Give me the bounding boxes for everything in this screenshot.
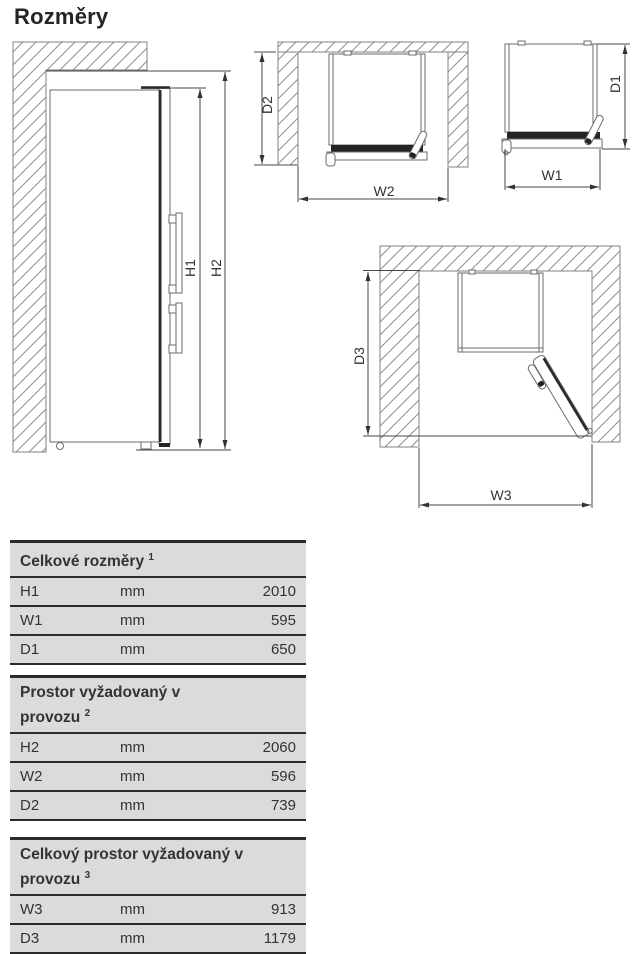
table-row: W2 mm 596	[10, 763, 306, 793]
dimension-key: H1	[20, 583, 40, 601]
side-view-diagram: H1 H2	[12, 41, 231, 453]
dimension-unit: mm	[120, 641, 145, 659]
dimension-unit: mm	[120, 797, 145, 815]
door-open-top-view-diagram: D3 W3	[351, 245, 621, 508]
dimension-value: 2060	[262, 739, 296, 757]
fridge-body-top	[504, 43, 598, 133]
dimension-value: 739	[270, 797, 296, 815]
dimension-value: 596	[270, 768, 296, 786]
dimension-value: 650	[270, 641, 296, 659]
door-handle	[584, 114, 604, 146]
unit-top-view-diagram: D1 W1	[501, 40, 630, 190]
open-door	[527, 354, 593, 439]
door-hinge	[325, 152, 336, 167]
fridge-body-top	[328, 53, 426, 146]
h1-dimension-label: H1	[182, 259, 198, 277]
table-row: W1 mm 595	[10, 607, 306, 637]
alcove-top-view-diagram: D2 W2	[254, 41, 469, 202]
w2-dimension-label: W2	[374, 183, 395, 199]
dimension-unit: mm	[120, 739, 145, 757]
dimension-key: W2	[20, 768, 43, 786]
page-title: Rozměry	[14, 4, 109, 29]
dimension-key: W1	[20, 612, 43, 630]
dimension-unit: mm	[120, 768, 145, 786]
h2-dimension-label: H2	[208, 259, 224, 277]
table-row: D3 mm 1179	[10, 925, 306, 952]
fridge-door-top	[507, 132, 600, 139]
dimension-unit: mm	[120, 612, 145, 630]
d2-dimension-label: D2	[259, 96, 275, 114]
table-overall-dimensions: Celkové rozměry 1 H1 mm 2010 W1 mm 595 D…	[10, 540, 306, 666]
front-foot	[140, 441, 152, 450]
dimension-value: 595	[270, 612, 296, 630]
table-footnote-marker: 1	[148, 552, 154, 563]
table-row: D1 mm 650	[10, 636, 306, 663]
wall-hatch	[447, 51, 469, 168]
rear-wheel	[56, 442, 64, 450]
dimension-unit: mm	[120, 930, 145, 948]
table-header: Celkový prostor vyžadovaný v provozu 3	[10, 840, 306, 897]
table-footnote-marker: 3	[84, 870, 91, 881]
w1-dimension-label: W1	[542, 167, 563, 183]
door-hinge	[501, 139, 512, 154]
dimension-key: D3	[20, 930, 40, 948]
w3-dimension-label: W3	[491, 487, 512, 503]
d3-dimension-label: D3	[351, 347, 367, 365]
wall-hatch	[277, 51, 299, 166]
table-title: Celkové rozměry	[20, 553, 145, 571]
table-row: D2 mm 739	[10, 792, 306, 819]
table-title: Celkový prostor vyžadovaný v provozu	[20, 846, 244, 889]
table-operating-space: Prostor vyžadovaný v provozu 2 H2 mm 206…	[10, 675, 306, 822]
table-header: Prostor vyžadovaný v provozu 2	[10, 678, 306, 735]
table-total-operating-space: Celkový prostor vyžadovaný v provozu 3 W…	[10, 837, 306, 954]
door-handle	[408, 130, 428, 160]
dimension-key: D2	[20, 797, 40, 815]
dimension-diagrams: H1 H2 D2 W2	[12, 40, 630, 508]
table-row: H2 mm 2060	[10, 734, 306, 764]
dimension-key: H2	[20, 739, 40, 757]
dimension-unit: mm	[120, 583, 145, 601]
table-row: H1 mm 2010	[10, 578, 306, 608]
wall-hatch	[277, 41, 469, 53]
d1-dimension-label: D1	[607, 75, 623, 93]
dimension-value: 2010	[262, 583, 296, 601]
table-title: Prostor vyžadovaný v provozu	[20, 684, 181, 727]
fridge-body-top	[457, 272, 544, 353]
table-header: Celkové rozměry 1	[10, 543, 306, 579]
table-row: W3 mm 913	[10, 896, 306, 926]
dimension-value: 913	[270, 901, 296, 919]
dimension-key: W3	[20, 901, 43, 919]
fridge-body	[49, 89, 160, 443]
fridge-door-top	[331, 145, 423, 152]
dimension-unit: mm	[120, 901, 145, 919]
dimension-value: 1179	[263, 930, 296, 948]
wall-hatch	[379, 245, 621, 448]
lower-door-handle	[175, 302, 183, 354]
dimension-key: D1	[20, 641, 40, 659]
table-footnote-marker: 2	[84, 708, 91, 719]
upper-door-handle	[175, 212, 183, 294]
wall-hatch	[12, 41, 148, 453]
